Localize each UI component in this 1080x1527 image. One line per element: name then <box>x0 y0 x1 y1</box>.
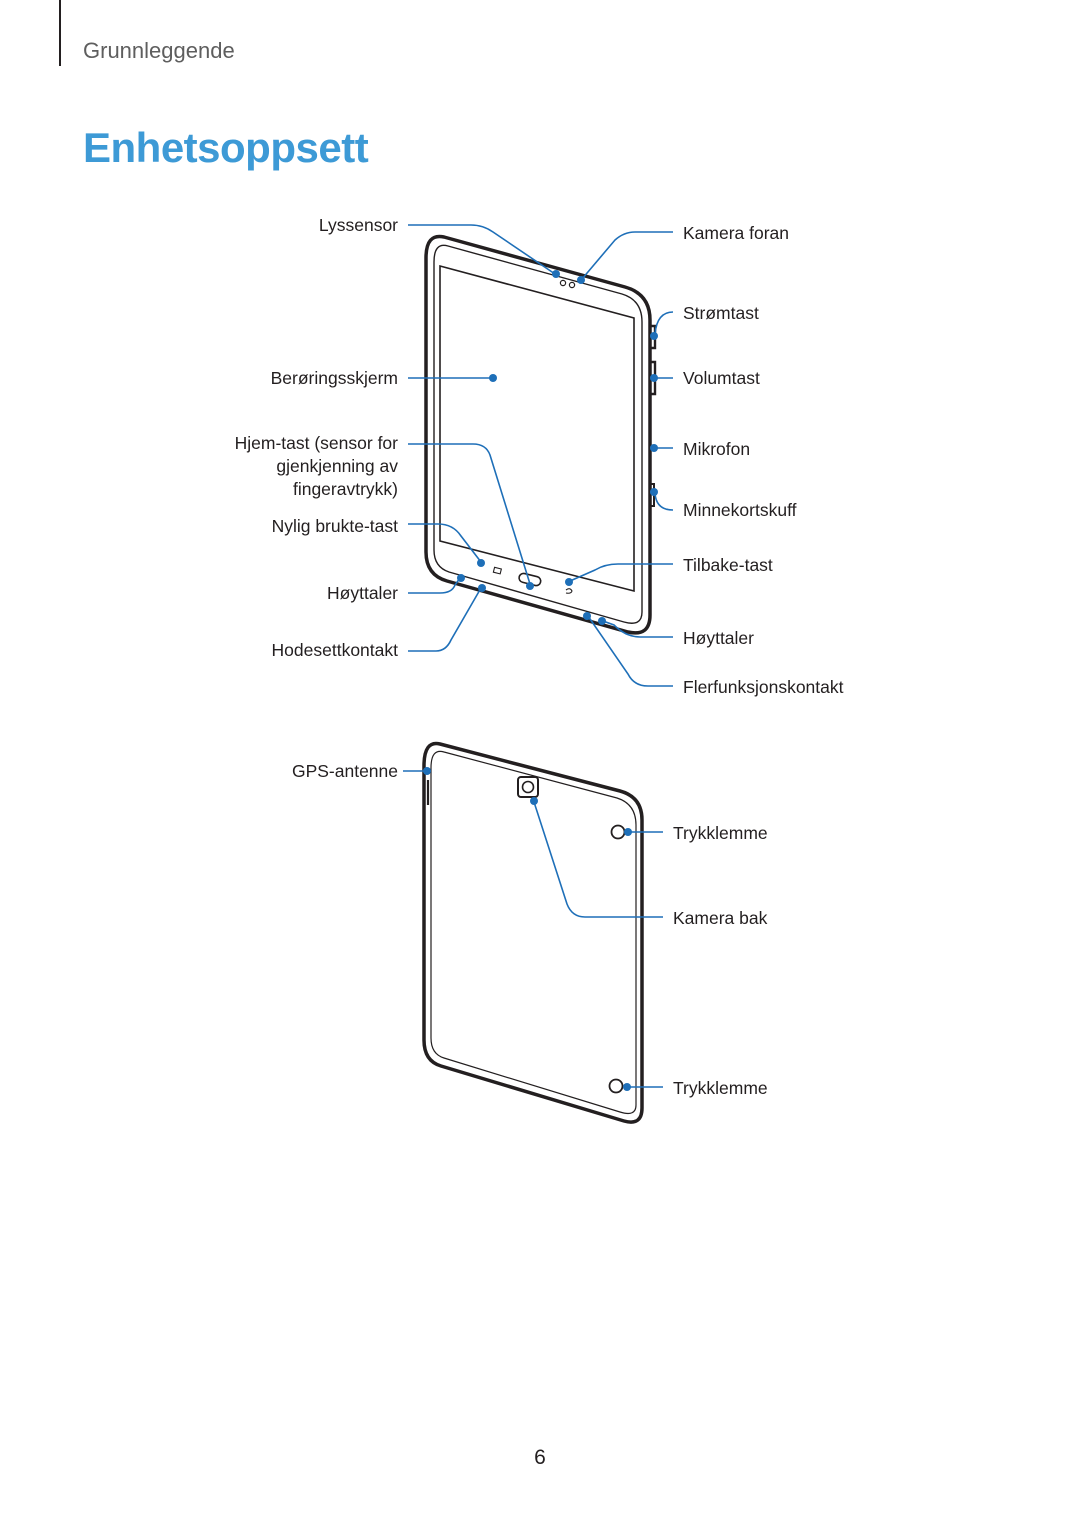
label-gps-antenna: GPS-antenne <box>291 761 398 781</box>
tablet-back-illustration <box>422 741 644 1124</box>
label-headset-jack: Hodesettkontakt <box>271 640 398 660</box>
section-header: Grunnleggende <box>83 38 235 63</box>
label-volume-key: Volumtast <box>683 368 760 388</box>
back-callouts <box>403 770 663 1088</box>
label-power-key: Strømtast <box>683 303 759 323</box>
front-callout-dots <box>457 270 658 625</box>
label-recent-key: Nylig brukte-tast <box>271 516 398 536</box>
label-multipurpose-jack: Flerfunksjonskontakt <box>683 677 844 697</box>
label-light-sensor: Lyssensor <box>318 215 398 235</box>
label-speaker-left: Høyttaler <box>327 583 398 603</box>
tablet-front-illustration <box>424 234 657 635</box>
label-microphone: Mikrofon <box>683 439 751 459</box>
label-home-key-line1: Hjem-tast (sensor for <box>234 433 398 453</box>
label-home-key-line2: gjenkjenning av <box>276 456 398 476</box>
section-divider <box>59 0 61 66</box>
page-title: Enhetsoppsett <box>83 124 369 171</box>
label-back-key: Tilbake-tast <box>683 555 773 575</box>
label-touchscreen: Berøringsskjerm <box>270 368 398 388</box>
label-speaker-right: Høyttaler <box>683 628 754 648</box>
label-clip-top: Trykklemme <box>673 823 768 843</box>
label-front-camera: Kamera foran <box>683 223 790 243</box>
label-rear-camera: Kamera bak <box>673 908 768 928</box>
back-callout-dots <box>423 767 632 1091</box>
label-home-key-line3: fingeravtrykk) <box>292 479 398 499</box>
label-memory-card-tray: Minnekortskuff <box>683 500 797 520</box>
page-number: 6 <box>534 1446 546 1469</box>
label-clip-bottom: Trykklemme <box>673 1078 768 1098</box>
